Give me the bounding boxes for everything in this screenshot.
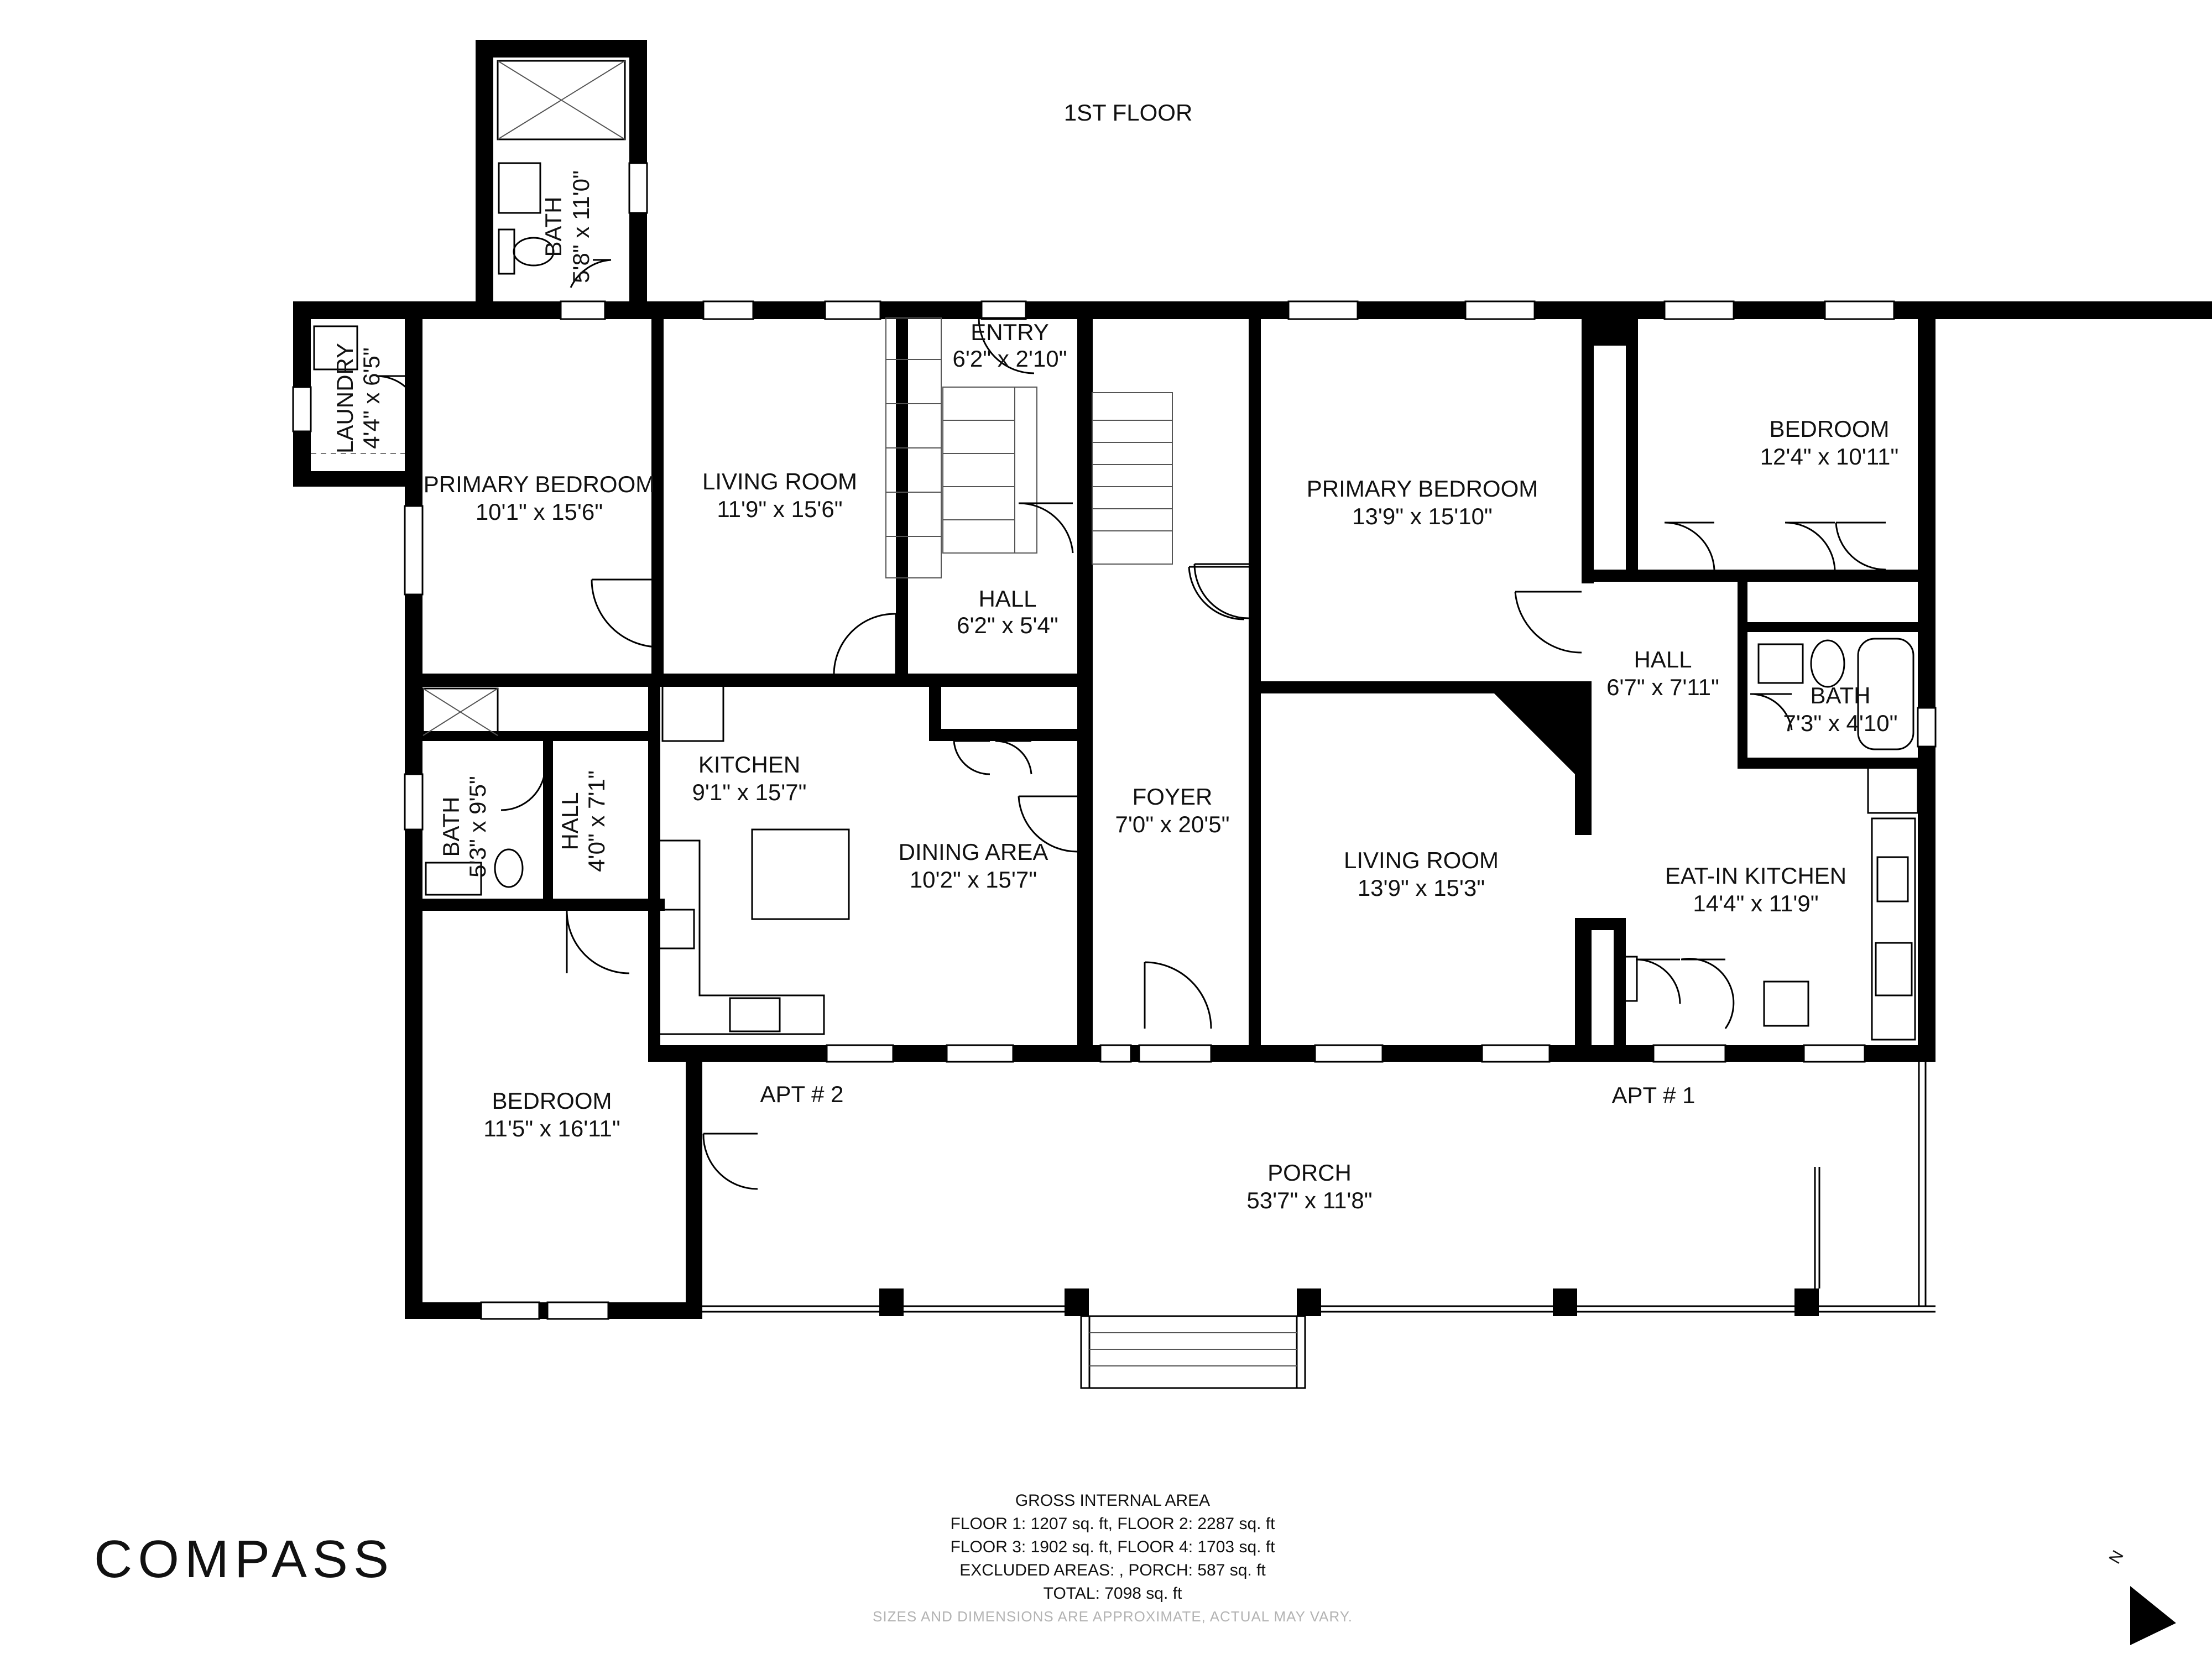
floor-title: 1ST FLOOR	[1064, 100, 1193, 126]
appliance-icon	[1763, 980, 1809, 1027]
area-summary: GROSS INTERNAL AREA FLOOR 1: 1207 sq. ft…	[873, 1491, 1353, 1625]
toilet-icon	[494, 848, 524, 888]
room-name-eat-in-kitchen: EAT-IN KITCHEN	[1665, 863, 1846, 889]
room-dims-entry: 6'2" x 2'10"	[953, 346, 1067, 372]
apartment-label-1: APT # 1	[1612, 1082, 1695, 1108]
room-dims-hall-left: 4'0" x 7'1"	[583, 770, 609, 872]
range-icon	[1875, 942, 1913, 997]
toilet-tank-icon	[498, 228, 515, 275]
doors	[375, 259, 1886, 1190]
porch-rails	[702, 1060, 1936, 1313]
room-dims-dining-area: 10'2" x 15'7"	[910, 867, 1037, 893]
room-name-kitchen: KITCHEN	[698, 752, 800, 778]
room-name-living-room-right: LIVING ROOM	[1344, 847, 1499, 873]
room-name-entry: ENTRY	[971, 319, 1049, 345]
room-name-porch: PORCH	[1267, 1160, 1352, 1186]
stairs	[885, 317, 1173, 578]
apartment-label-2: APT # 2	[760, 1081, 844, 1107]
counter-icon	[1871, 817, 1916, 1041]
room-name-bath-right: BATH	[1811, 682, 1871, 708]
room-dims-laundry: 4'4" x 6'5"	[358, 347, 384, 449]
room-name-foyer: FOYER	[1133, 784, 1213, 810]
sink-icon	[657, 909, 695, 950]
room-name-bedroom-left: BEDROOM	[492, 1088, 612, 1114]
room-dims-hall-right: 6'7" x 7'11"	[1606, 674, 1719, 700]
fixtures	[311, 60, 1919, 1041]
sink-icon	[498, 162, 541, 214]
windows	[292, 162, 1937, 1320]
kitchen-island-icon	[751, 828, 850, 920]
area-summary-line-1: FLOOR 1: 1207 sq. ft, FLOOR 2: 2287 sq. …	[951, 1515, 1276, 1533]
room-name-bedroom-right: BEDROOM	[1769, 416, 1889, 442]
appliance-icon	[1622, 956, 1638, 1002]
area-summary-line-3: EXCLUDED AREAS: , PORCH: 587 sq. ft	[959, 1561, 1266, 1579]
toilet-icon	[1810, 639, 1845, 688]
room-dims-foyer: 7'0" x 20'5"	[1115, 811, 1230, 837]
room-dims-primary-bedroom-left: 10'1" x 15'6"	[476, 499, 603, 525]
fridge-icon	[661, 685, 724, 742]
shower-icon	[497, 60, 626, 140]
area-summary-line-2: FLOOR 3: 1902 sq. ft, FLOOR 4: 1703 sq. …	[951, 1538, 1276, 1556]
sink-icon	[425, 862, 482, 896]
room-dims-living-room-left: 11'9" x 15'6"	[717, 496, 842, 522]
room-dims-primary-bedroom-right: 13'9" x 15'10"	[1352, 503, 1493, 529]
area-summary-heading: GROSS INTERNAL AREA	[1015, 1491, 1210, 1510]
room-dims-eat-in-kitchen: 14'4" x 11'9"	[1693, 890, 1818, 916]
area-summary-disclaimer: SIZES AND DIMENSIONS ARE APPROXIMATE, AC…	[873, 1608, 1353, 1625]
room-name-primary-bedroom-right: PRIMARY BEDROOM	[1307, 476, 1538, 502]
room-dims-bedroom-left: 11'5" x 16'11"	[483, 1115, 620, 1141]
range-icon	[729, 997, 781, 1032]
bathtub-icon	[1857, 638, 1914, 750]
room-name-hall-left: HALL	[557, 792, 583, 850]
shower-icon	[422, 687, 499, 737]
washer-icon	[313, 325, 358, 371]
room-dims-kitchen: 9'1" x 15'7"	[692, 779, 807, 805]
room-dims-bath-upper: 5'8" x 11'0"	[568, 170, 594, 283]
north-arrow-icon: N	[2105, 1547, 2176, 1645]
room-name-bath-left: BATH	[438, 797, 464, 857]
room-name-hall-center: HALL	[978, 586, 1036, 612]
room-dims-porch: 53'7" x 11'8"	[1246, 1187, 1372, 1213]
room-name-dining-area: DINING AREA	[899, 839, 1048, 865]
area-summary-line-4: TOTAL: 7098 sq. ft	[1044, 1584, 1182, 1603]
compass-logo: COMPASS	[94, 1530, 394, 1589]
north-letter: N	[2105, 1547, 2127, 1567]
room-name-bath-upper: BATH	[540, 197, 566, 257]
porch-steps	[1080, 1315, 1306, 1389]
room-dims-bath-right: 7'3" x 4'10"	[1783, 710, 1898, 736]
toilet-icon	[513, 237, 555, 267]
room-dims-hall-center: 6'2" x 5'4"	[957, 612, 1058, 638]
counter-icon	[654, 839, 825, 1035]
sink-icon	[1876, 856, 1909, 902]
room-name-living-room-left: LIVING ROOM	[702, 468, 857, 494]
room-dims-living-room-right: 13'9" x 15'3"	[1358, 875, 1485, 901]
room-labels: BATH 5'8" x 11'0" LAUNDRY 4'4" x 6'5" PR…	[332, 170, 1898, 1213]
room-name-primary-bedroom-left: PRIMARY BEDROOM	[424, 471, 655, 497]
sink-icon	[1757, 643, 1804, 684]
room-dims-bedroom-right: 12'4" x 10'11"	[1760, 444, 1899, 469]
room-dims-bath-left: 5'3" x 9'5"	[465, 776, 491, 878]
room-name-laundry: LAUNDRY	[332, 343, 358, 453]
room-name-hall-right: HALL	[1634, 646, 1692, 672]
fridge-icon	[1867, 762, 1919, 814]
